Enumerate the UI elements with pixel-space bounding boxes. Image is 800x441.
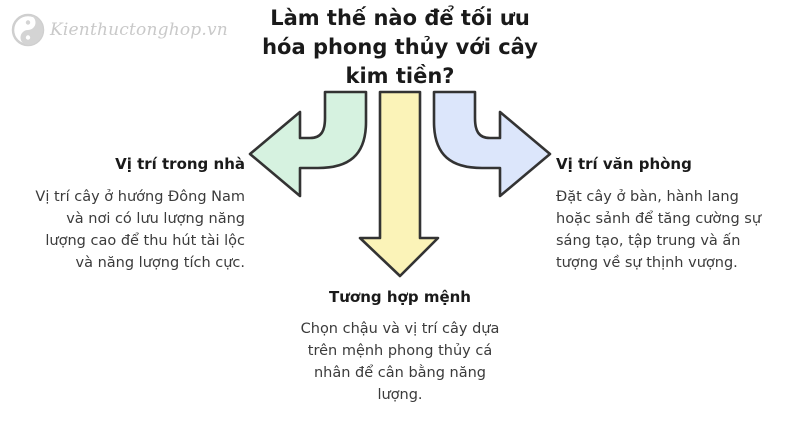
center-branch-description: Chọn chậu và vị trí cây dựa trên mệnh ph… [300,321,500,403]
watermark-text: Kienthuctonghop.vn [50,20,228,40]
left-curved-arrow [248,90,368,198]
center-branch-heading: Tương hợp mệnh [329,288,471,306]
right-curved-arrow [432,90,552,198]
diagram-title: Làm thế nào để tối ưu hóa phong thủy với… [262,6,538,88]
watermark: Kienthuctonghop.vn [10,12,228,52]
yin-yang-logo-icon [11,13,45,47]
left-branch-heading: Vị trí trong nhà [115,155,245,173]
right-branch-description: Đặt cây ở bàn, hành lang hoặc sảnh để tă… [556,189,762,271]
right-branch-heading: Vị trí văn phòng [556,155,692,173]
center-down-arrow [358,90,440,278]
left-branch-description: Vị trí cây ở hướng Đông Nam và nơi có lư… [35,189,245,271]
